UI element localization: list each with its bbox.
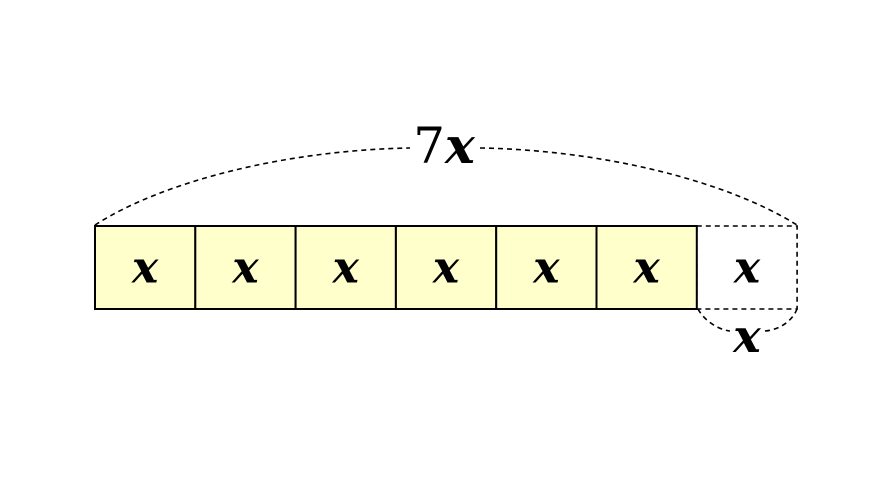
dashed-box [695, 225, 798, 310]
total-variable: x [444, 116, 476, 175]
box-label: x [633, 243, 661, 294]
total-brace-left [94, 147, 411, 226]
box-label: x [432, 243, 460, 294]
total-coefficient: 7 [413, 117, 445, 175]
box-label: x [733, 243, 761, 294]
total-label: 7x [413, 116, 476, 175]
box-label: x [532, 243, 560, 294]
unit-box [294, 225, 397, 310]
box-label: x [131, 243, 159, 294]
unit-box [495, 225, 598, 310]
extra-brace [697, 308, 798, 332]
unit-box [595, 225, 698, 310]
extra-label: x [732, 309, 761, 363]
box-label: x [332, 243, 360, 294]
unit-box [94, 225, 197, 310]
box-label: x [231, 243, 259, 294]
total-brace-right [479, 147, 798, 226]
unit-box [194, 225, 297, 310]
